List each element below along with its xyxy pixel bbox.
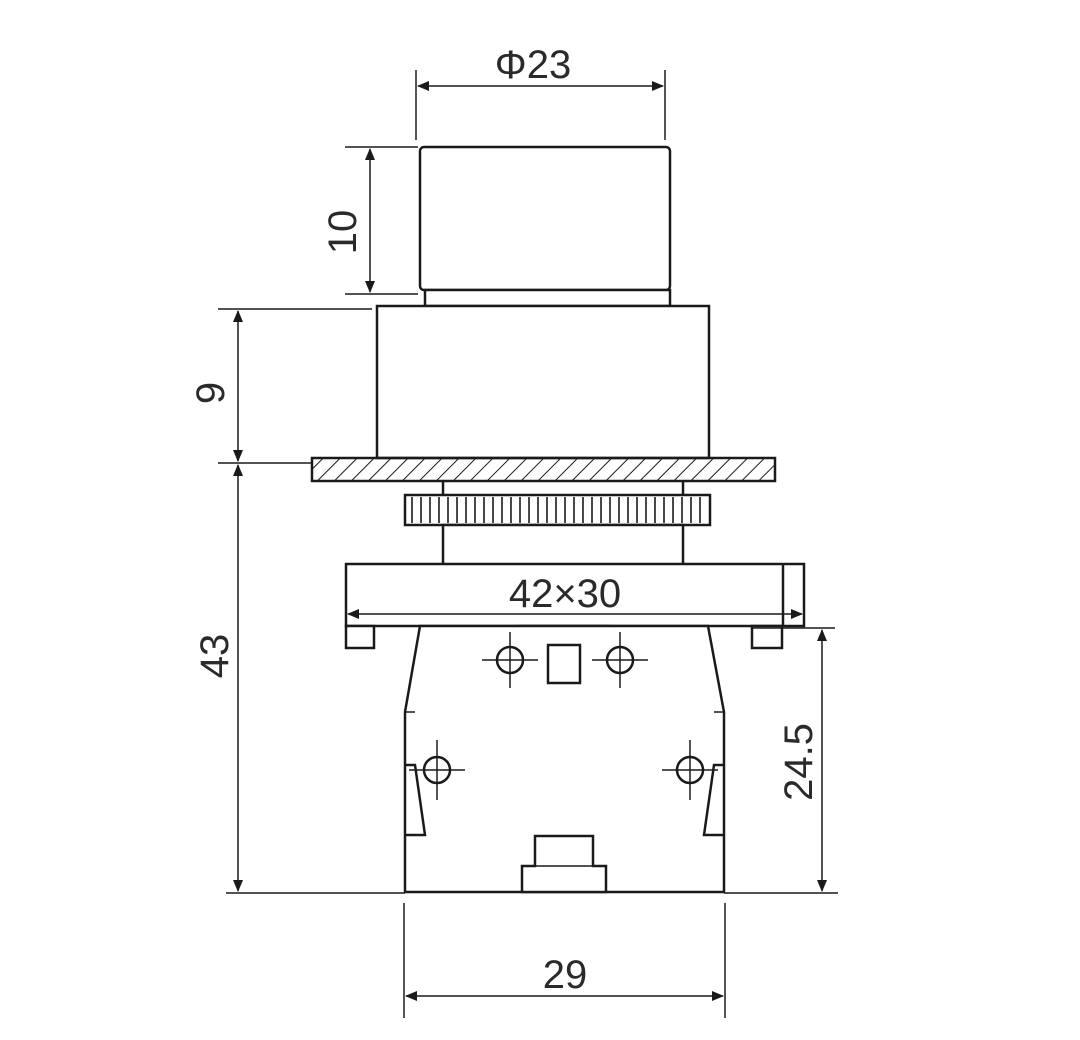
screw-hole-lower-right <box>662 740 718 800</box>
screw-hole-upper-left <box>482 632 538 688</box>
mounting-panel <box>310 456 777 483</box>
block-size-label: 42×30 <box>509 572 621 616</box>
knurled-nut <box>403 493 712 527</box>
knurl-lines <box>411 497 701 523</box>
dim-body-height: 43 <box>193 464 405 894</box>
bezel-height-label: 9 <box>189 382 233 404</box>
bezel <box>375 304 711 460</box>
body-height-label: 43 <box>193 634 237 679</box>
dim-cap-height: 10 <box>321 146 418 295</box>
dim-cap-diameter: Φ23 <box>415 43 666 140</box>
screw-hole-upper-right <box>592 632 648 688</box>
cap-height-label: 10 <box>321 210 365 255</box>
contact-width-label: 29 <box>543 953 588 997</box>
button-cap <box>418 145 672 308</box>
cap-diameter-label: Φ23 <box>495 43 571 87</box>
dim-bezel-height: 9 <box>189 308 372 464</box>
dim-contact-height: 24.5 <box>724 627 838 894</box>
contact-height-label: 24.5 <box>777 723 821 801</box>
contact-block <box>403 624 726 894</box>
dim-contact-width: 29 <box>403 903 726 1018</box>
dim-block-size: 42×30 <box>347 572 803 619</box>
screw-hole-lower-left <box>409 740 465 800</box>
